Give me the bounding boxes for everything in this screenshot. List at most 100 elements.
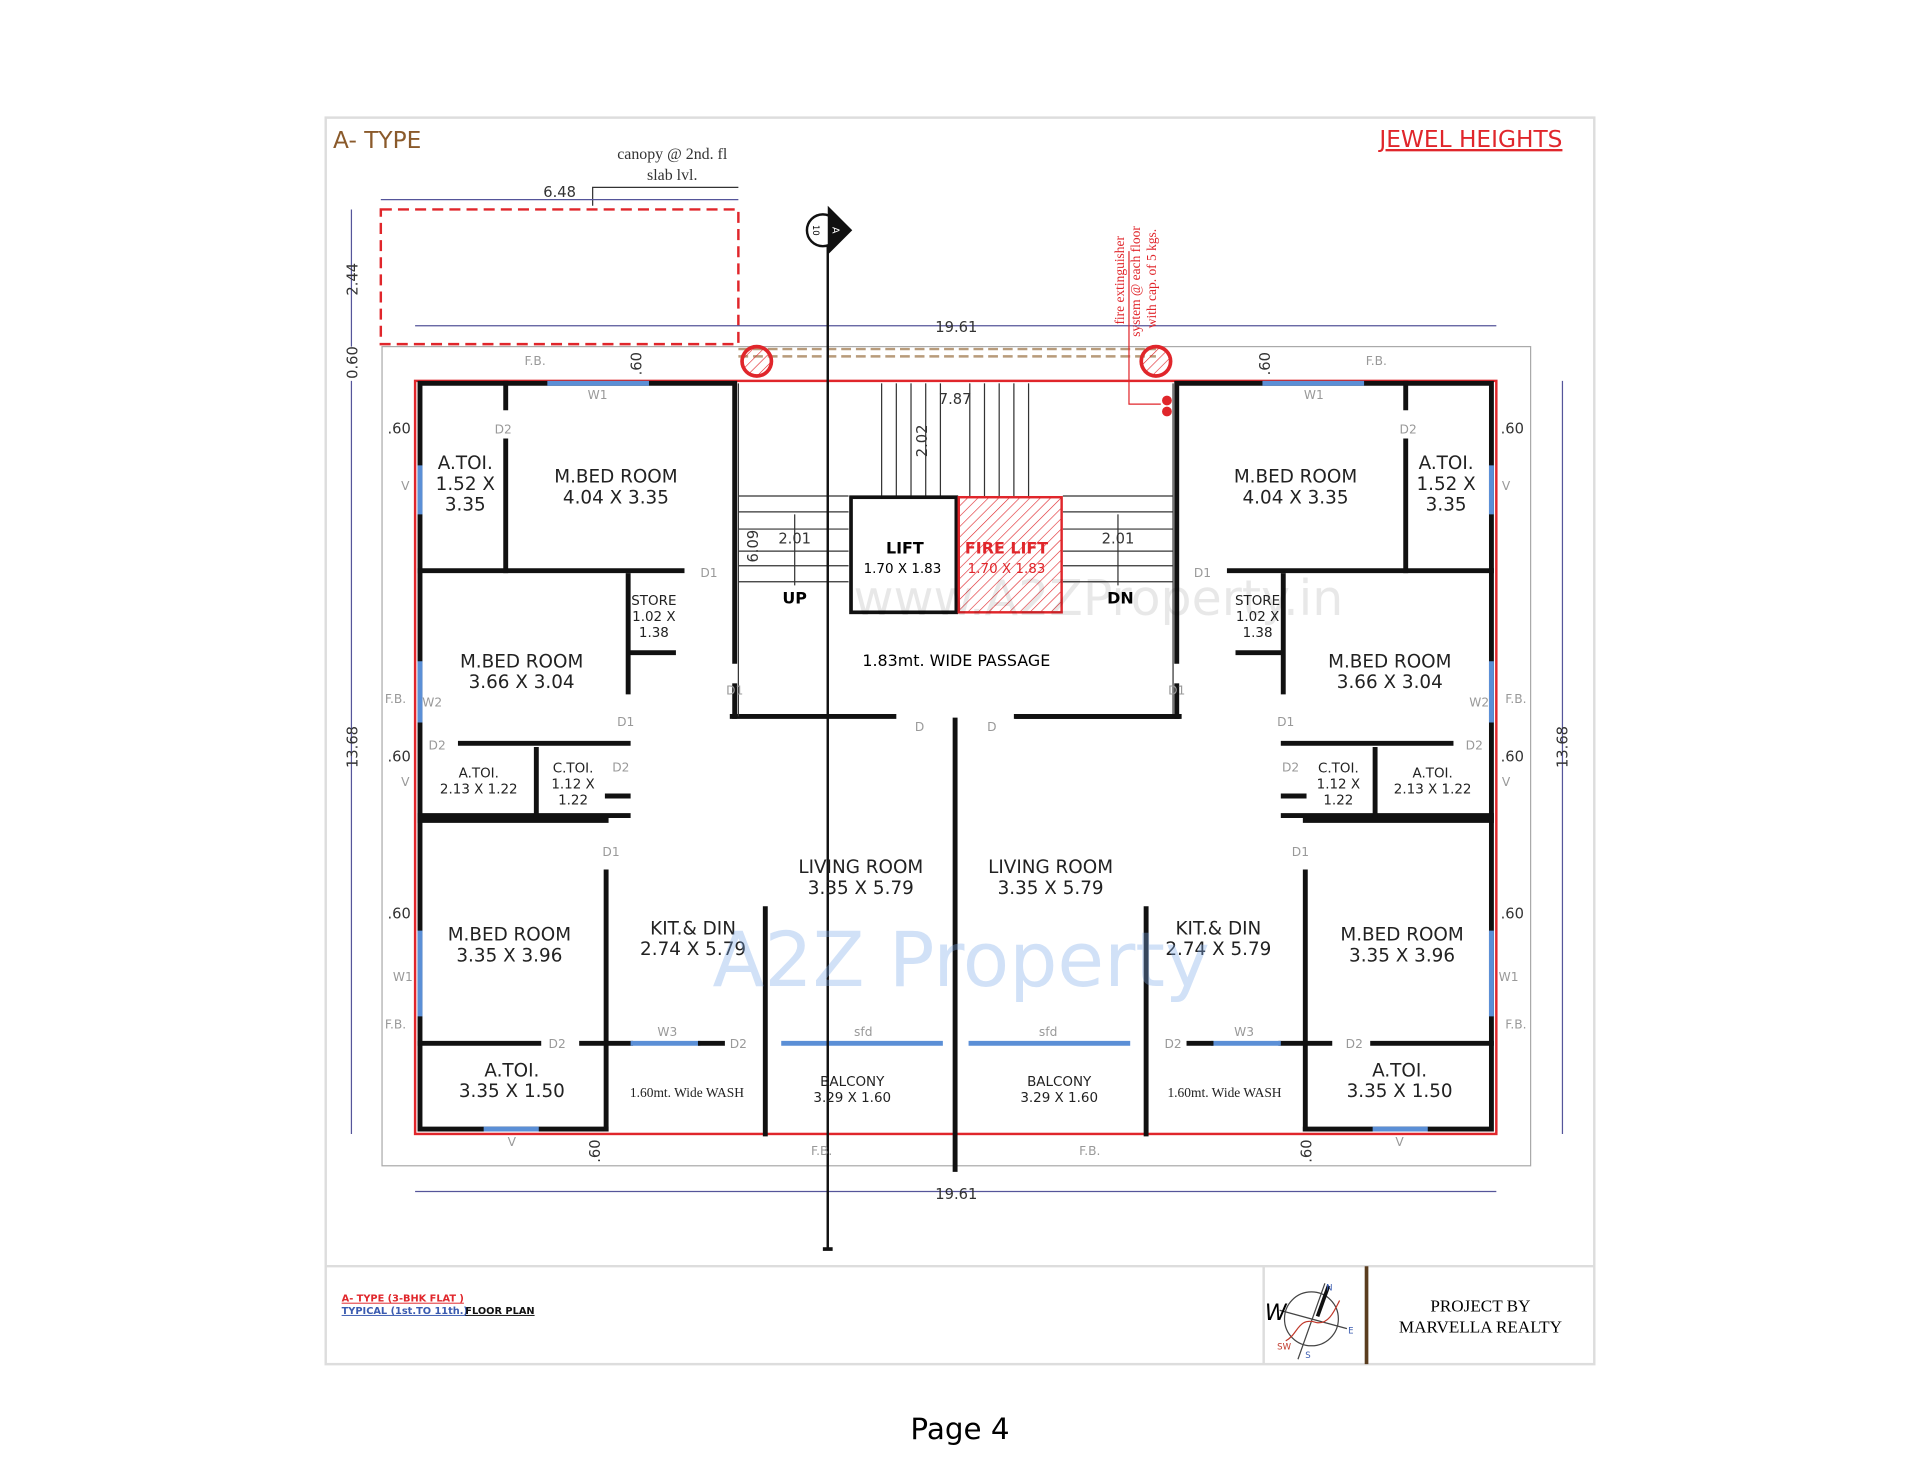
opening-tag-d: D bbox=[987, 720, 996, 734]
opening-tag-d2: D2 bbox=[612, 761, 629, 775]
opening-tag-d2: D2 bbox=[1164, 1037, 1181, 1051]
room-size-right: 4.04 X 3.35 bbox=[1243, 487, 1349, 508]
dim-flight-right: 2.01 bbox=[1102, 531, 1135, 548]
room-name-left: A.TOI. bbox=[438, 453, 493, 474]
dim-ledge: .60 bbox=[1501, 905, 1524, 922]
opening-tag-w3: W3 bbox=[657, 1025, 677, 1039]
room-size-right: 2.74 X 5.79 bbox=[1165, 939, 1271, 960]
canopy-note-2: slab lvl. bbox=[647, 167, 697, 184]
opening-tag-d2: D2 bbox=[730, 1037, 747, 1051]
room-size-left: 1.38 bbox=[639, 626, 669, 641]
room-size-left: 1.12 X bbox=[551, 778, 594, 793]
room-name-right: LIVING ROOM bbox=[988, 857, 1113, 878]
fire-note-2: system @ each floor bbox=[1128, 226, 1143, 337]
opening-tag-d2: D2 bbox=[495, 423, 512, 437]
room-name-right: 1.60mt. Wide WASH bbox=[1167, 1085, 1281, 1100]
dim-stair-depth: 6.09 bbox=[745, 530, 762, 563]
opening-tag-w1: W1 bbox=[393, 970, 413, 984]
opening-tag-sfd: sfd bbox=[1039, 1025, 1057, 1039]
opening-tag-d1: D1 bbox=[617, 715, 634, 729]
canopy-note-1: canopy @ 2nd. fl bbox=[617, 146, 728, 163]
opening-tag-fb: F.B. bbox=[1366, 354, 1387, 368]
opening-tag-v: V bbox=[1502, 775, 1511, 789]
room-size-left: 3.35 X 5.79 bbox=[808, 878, 914, 899]
svg-text:E: E bbox=[1348, 1327, 1353, 1337]
room-name-right: M.BED ROOM bbox=[1340, 924, 1463, 945]
type-label: A- TYPE bbox=[333, 127, 421, 154]
dim-width-top: 19.61 bbox=[935, 319, 977, 336]
opening-tag-d1: D1 bbox=[726, 683, 743, 697]
room-name-right: BALCONY bbox=[1027, 1075, 1092, 1090]
opening-tag-d2: D2 bbox=[1400, 423, 1417, 437]
room-size-left: 2.74 X 5.79 bbox=[640, 939, 746, 960]
fire-lift-size: 1.70 X 1.83 bbox=[968, 562, 1046, 577]
opening-tag-d1: D1 bbox=[1292, 845, 1309, 859]
opening-tag-sfd: sfd bbox=[854, 1025, 872, 1039]
room-size-left: 3.29 X 1.60 bbox=[813, 1091, 891, 1106]
opening-tag-d2: D2 bbox=[549, 1037, 566, 1051]
staircase bbox=[737, 383, 1174, 717]
plan-title-line1: A- TYPE (3-BHK FLAT ) bbox=[342, 1294, 464, 1305]
unit-walls-right bbox=[968, 380, 1494, 1137]
dim-ledge: .60 bbox=[388, 749, 411, 766]
fire-hydrant-icon bbox=[1139, 344, 1173, 378]
passage-label: 1.83mt. WIDE PASSAGE bbox=[862, 651, 1050, 670]
section-mark: A bbox=[830, 227, 841, 234]
opening-tag-v: V bbox=[401, 775, 410, 789]
room-size-left: 1.52 X bbox=[436, 474, 495, 495]
unit-walls-right-mirror bbox=[968, 380, 1494, 1137]
opening-tag-w1: W1 bbox=[588, 388, 608, 402]
opening-tag-w2: W2 bbox=[422, 696, 442, 710]
opening-tag-w1: W1 bbox=[1304, 388, 1324, 402]
room-size-left: 3.35 X 1.50 bbox=[459, 1081, 565, 1102]
room-size-right: 3.66 X 3.04 bbox=[1337, 672, 1443, 693]
room-name-right: A.TOI. bbox=[1419, 453, 1474, 474]
opening-tag-fb: F.B. bbox=[811, 1144, 832, 1158]
opening-tag-d1: D1 bbox=[1168, 683, 1185, 697]
room-size-right: 3.35 bbox=[1426, 495, 1467, 516]
room-size-left: 1.22 bbox=[558, 794, 588, 809]
unit-walls-left bbox=[417, 380, 943, 1137]
dim-depth-right: 13.68 bbox=[1554, 726, 1571, 768]
room-name-right: M.BED ROOM bbox=[1328, 651, 1451, 672]
dim-canopy-width: 6.48 bbox=[543, 184, 576, 201]
fire-note-1: fire extinguisher bbox=[1112, 236, 1127, 325]
opening-tag-fb: F.B. bbox=[385, 1018, 406, 1032]
opening-tag-d2: D2 bbox=[1282, 761, 1299, 775]
opening-tag-fb: F.B. bbox=[385, 692, 406, 706]
dim-ledge: .60 bbox=[1501, 421, 1524, 438]
dim-canopy-depth: 2.44 bbox=[345, 263, 362, 296]
sheet-border bbox=[324, 116, 1596, 1366]
room-name-left: M.BED ROOM bbox=[460, 651, 583, 672]
room-size-right: 1.52 X bbox=[1416, 474, 1475, 495]
room-name-right: A.TOI. bbox=[1372, 1060, 1427, 1081]
room-size-right: 3.35 X 5.79 bbox=[998, 878, 1104, 899]
room-size-left: 1.02 X bbox=[632, 610, 675, 625]
dim-stair-landing: 2.02 bbox=[914, 425, 931, 458]
dim-ledge: .60 bbox=[1257, 352, 1274, 375]
dim-depth-left: 13.68 bbox=[345, 726, 362, 768]
dim-ledge: .60 bbox=[388, 905, 411, 922]
room-name-left: STORE bbox=[631, 594, 676, 609]
opening-tag-d2: D2 bbox=[429, 738, 446, 752]
room-size-left: 4.04 X 3.35 bbox=[563, 487, 669, 508]
stair-up-label: UP bbox=[782, 589, 807, 608]
dim-ledge: .60 bbox=[1501, 749, 1524, 766]
page-number: Page 4 bbox=[910, 1412, 1009, 1446]
lift-size: 1.70 X 1.83 bbox=[864, 562, 942, 577]
room-name-left: A.TOI. bbox=[459, 767, 499, 782]
opening-tag-d2: D2 bbox=[1346, 1037, 1363, 1051]
lift-shaft bbox=[849, 495, 959, 615]
watermark-brand: A2Z Property bbox=[712, 916, 1210, 1004]
fire-lift-shaft bbox=[957, 495, 1063, 614]
opening-tag-d: D bbox=[915, 720, 924, 734]
north-compass-icon: W N E S SW bbox=[1265, 1283, 1354, 1361]
lift-label: LIFT bbox=[886, 539, 924, 558]
room-name-left: M.BED ROOM bbox=[448, 924, 571, 945]
opening-tag-d2: D2 bbox=[1466, 738, 1483, 752]
room-name-left: BALCONY bbox=[820, 1075, 885, 1090]
room-name-left: LIVING ROOM bbox=[798, 857, 923, 878]
svg-text:N: N bbox=[1326, 1284, 1332, 1294]
stair-down-label: DN bbox=[1107, 589, 1134, 608]
